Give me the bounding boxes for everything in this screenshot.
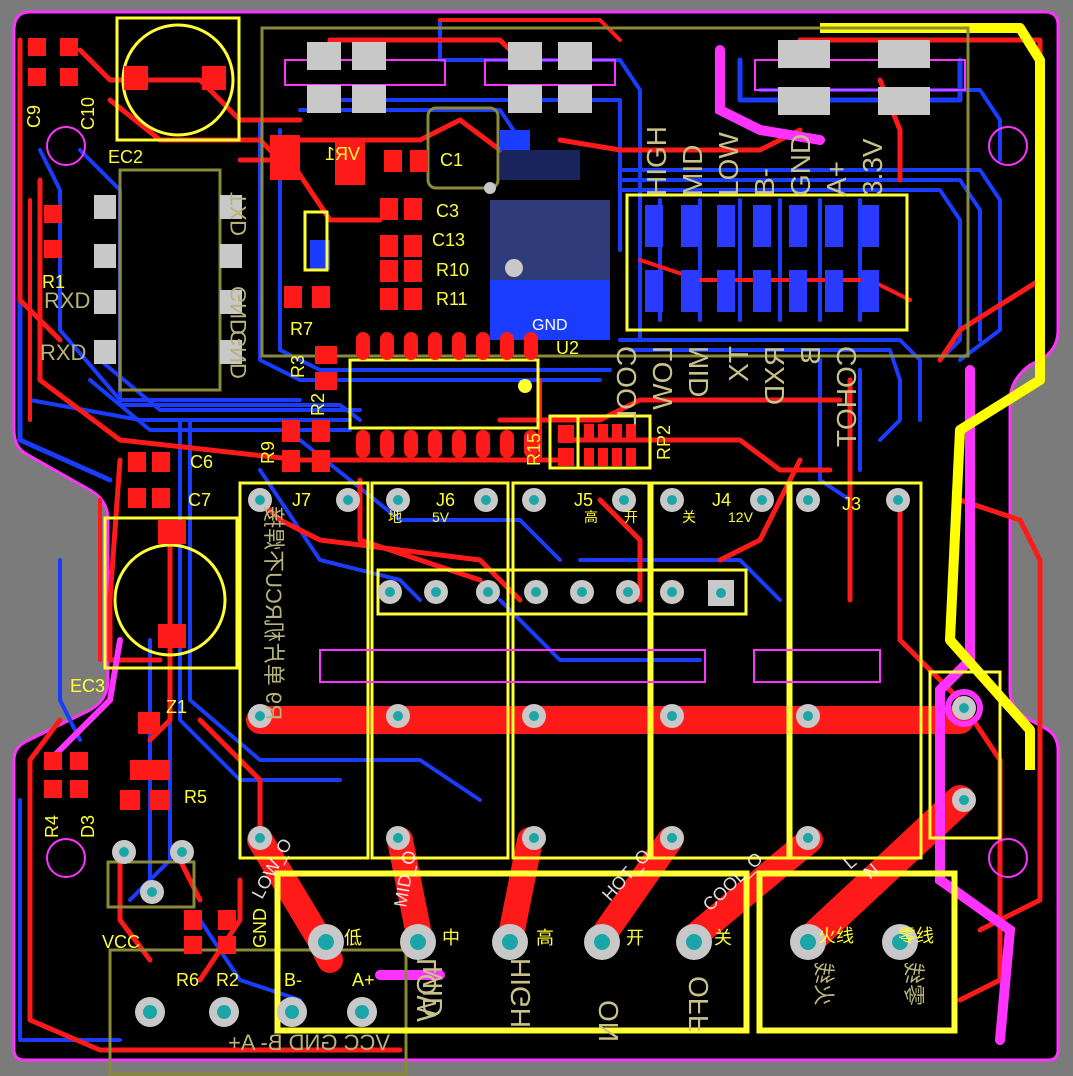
svg-text:TXD: TXD <box>226 192 251 236</box>
svg-text:3.3V: 3.3V <box>857 138 888 196</box>
svg-text:R9 单片机RCU不焊接: R9 单片机RCU不焊接 <box>261 506 286 720</box>
label-c1: C1 <box>440 150 463 170</box>
connector-labels: 地 5V 高 开 关 12V <box>388 509 754 525</box>
ground-pour-block <box>490 280 610 340</box>
label-terminal-on: 开 <box>626 928 644 948</box>
label-j3: J3 <box>842 494 861 514</box>
label-j5: J5 <box>574 490 593 510</box>
label-terminal-off: 关 <box>714 928 732 948</box>
label-r2-top: R2 <box>308 393 328 416</box>
label-c6: C6 <box>190 452 213 472</box>
svg-text:零线: 零线 <box>901 962 926 1006</box>
label-j-12v: 12V <box>728 509 754 525</box>
magenta-traces <box>47 45 1016 1045</box>
label-r11: R11 <box>436 289 468 309</box>
svg-text:MID: MID <box>677 145 708 196</box>
label-terminal-neutral: 零线 <box>898 926 934 946</box>
label-terminal-low: 低 <box>344 928 362 948</box>
label-j-on: 开 <box>624 509 638 525</box>
label-r6: R6 <box>176 970 199 990</box>
label-ec3: EC3 <box>70 676 105 696</box>
label-j-high: 高 <box>584 509 598 525</box>
label-c13: C13 <box>432 230 465 250</box>
label-r4: R4 <box>42 815 62 838</box>
label-r3: R3 <box>288 355 308 378</box>
label-z1: Z1 <box>166 697 187 717</box>
label-j7: J7 <box>292 490 311 510</box>
svg-text:A+: A+ <box>821 161 852 196</box>
label-vcc: VCC <box>102 932 140 952</box>
label-b-minus: B- <box>284 970 302 990</box>
svg-text:RXD: RXD <box>759 346 790 405</box>
svg-text:TX: TX <box>723 346 754 382</box>
label-c3: C3 <box>436 201 459 221</box>
svg-text:B-: B- <box>749 168 780 196</box>
label-terminal-mid: 中 <box>442 928 460 948</box>
label-j-off: 关 <box>682 509 696 525</box>
mounting-hole-icon <box>46 126 1028 878</box>
svg-text:LOW: LOW <box>713 132 744 196</box>
label-gnd-rot: GND <box>250 908 270 948</box>
label-r5: R5 <box>184 787 207 807</box>
label-d3: D3 <box>78 815 98 838</box>
svg-text:RXD: RXD <box>40 340 86 365</box>
label-r15: R15 <box>524 433 544 466</box>
label-j-ground: 地 <box>388 509 402 525</box>
svg-text:HIGH: HIGH <box>641 126 672 196</box>
label-terminal-high: 高 <box>536 928 554 948</box>
svg-text:LOW: LOW <box>411 958 442 1022</box>
label-rp2: RP2 <box>654 425 674 460</box>
label-r9: R9 <box>258 441 278 464</box>
label-u2: U2 <box>556 338 579 358</box>
smd-pads <box>94 40 930 364</box>
label-c10: C10 <box>78 97 98 130</box>
label-j6: J6 <box>436 490 455 510</box>
bottom-silk-outlines <box>106 26 970 1076</box>
power-trace <box>820 23 1045 770</box>
svg-text:MID: MID <box>683 346 714 397</box>
label-c7: C7 <box>188 490 211 510</box>
svg-text:MID: MID <box>417 966 448 1017</box>
label-vr1: VR1 <box>325 144 360 164</box>
label-a-plus: A+ <box>352 970 375 990</box>
svg-text:COOL: COOL <box>611 346 642 425</box>
terminal-labels: 低 中 高 开 关 火线 零线 VCC GND B- A+ <box>102 908 934 990</box>
svg-text:GND: GND <box>226 330 251 379</box>
label-c9: C9 <box>24 105 44 128</box>
svg-text:RXD: RXD <box>44 288 90 313</box>
bottom-copper-layer <box>17 18 1002 1042</box>
svg-text:VCC GND B- A+: VCC GND B- A+ <box>228 1030 390 1055</box>
svg-text:OFF: OFF <box>683 976 714 1032</box>
svg-text:B: B <box>795 346 826 365</box>
label-terminal-live: 火线 <box>818 926 854 946</box>
label-r7: R7 <box>290 319 313 339</box>
label-r2-bottom: R2 <box>216 970 239 990</box>
svg-text:LOW: LOW <box>647 346 678 410</box>
svg-text:GND: GND <box>532 317 568 334</box>
svg-text:GND: GND <box>785 134 816 196</box>
designator-labels: C9 C10 EC2 VR1 C1 C3 C13 R10 R11 R7 R1 R… <box>24 97 861 990</box>
svg-text:GND: GND <box>226 286 251 335</box>
svg-text:HIGH: HIGH <box>505 958 536 1028</box>
label-j4: J4 <box>712 490 731 510</box>
label-ec2: EC2 <box>108 147 143 167</box>
svg-text:COHOT: COHOT <box>831 346 862 447</box>
label-j-5v: 5V <box>432 509 450 525</box>
svg-text:ON: ON <box>593 1000 624 1042</box>
bottom-silk-text: HIGH MID LOW B- GND A+ 3.3V COOL LOW MID… <box>40 126 926 1055</box>
svg-text:火线: 火线 <box>811 962 836 1006</box>
label-r10: R10 <box>436 260 469 280</box>
label-r1: R1 <box>42 272 65 292</box>
